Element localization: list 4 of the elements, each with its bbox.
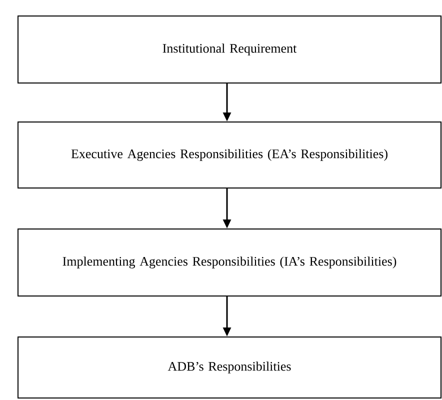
process-box: Implementing Agencies Responsibilities (IA’s Responsibilities) bbox=[18, 228, 442, 296]
process-box: Institutional Requirement bbox=[18, 16, 442, 84]
process-box: Executive Agencies Responsibilities (EA’s Responsibilities) bbox=[18, 122, 442, 188]
process-box: ADB’s Responsibilities bbox=[18, 336, 442, 398]
